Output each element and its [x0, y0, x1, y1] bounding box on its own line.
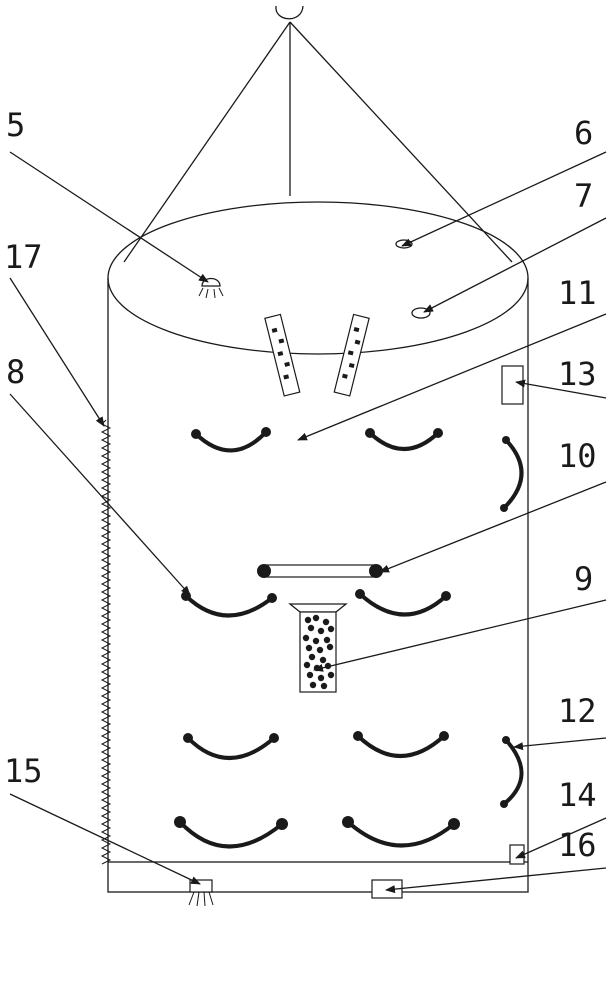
- label-9: 9: [574, 560, 593, 598]
- valve-6: [396, 240, 412, 248]
- label-11: 11: [558, 274, 597, 312]
- label-12: 12: [558, 692, 597, 730]
- label-6: 6: [574, 114, 593, 152]
- bracket: [188, 738, 274, 758]
- side-bracket: [504, 440, 522, 508]
- bracket: [196, 432, 266, 451]
- pellet: [321, 683, 327, 689]
- pellet: [313, 638, 319, 644]
- leader-lines: [10, 152, 606, 890]
- pellet: [313, 615, 319, 621]
- bracket: [180, 822, 282, 847]
- pellet: [307, 672, 313, 678]
- box-14: [510, 845, 524, 864]
- hook: [276, 6, 303, 19]
- hanging-assembly: [124, 6, 512, 262]
- pellet: [328, 626, 334, 632]
- pellet: [323, 619, 329, 625]
- box-13: [502, 366, 523, 404]
- tank-top-ellipse: [108, 202, 528, 354]
- lamp-5: [199, 279, 223, 299]
- rope-right: [290, 22, 512, 262]
- pellet: [310, 682, 316, 688]
- leader-8: [10, 394, 190, 595]
- pellet: [309, 654, 315, 660]
- leader-17: [10, 278, 104, 426]
- spring-17: [102, 420, 110, 864]
- tank-body: [108, 202, 528, 892]
- leader-16: [386, 868, 606, 890]
- nozzle-15: [189, 880, 213, 906]
- label-13: 13: [558, 355, 597, 393]
- label-17: 17: [4, 238, 43, 276]
- pellet: [303, 635, 309, 641]
- pellet: [318, 675, 324, 681]
- rope-left: [124, 22, 290, 262]
- pellet: [324, 637, 330, 643]
- pellet: [304, 662, 310, 668]
- reference-numerals: 5 6 7 17 11 13 8 10 9 12 15 14 16: [4, 106, 597, 864]
- pellet: [318, 628, 324, 634]
- label-14: 14: [558, 776, 597, 814]
- pellet-container-9: [290, 604, 346, 692]
- port-7: [412, 308, 430, 318]
- bracket: [186, 596, 272, 616]
- slanted-holders-11: [265, 314, 369, 395]
- side-bracket-12: [504, 740, 522, 804]
- pellet: [306, 645, 312, 651]
- pellet: [308, 625, 314, 631]
- leader-10: [380, 482, 606, 572]
- bracket: [370, 433, 438, 449]
- pellet: [320, 657, 326, 663]
- tank-base: [108, 862, 528, 892]
- label-16: 16: [558, 826, 597, 864]
- pellet: [305, 617, 311, 623]
- label-5: 5: [6, 106, 25, 144]
- bracket: [358, 736, 444, 756]
- pellet: [317, 647, 323, 653]
- brackets: [174, 427, 522, 847]
- label-7: 7: [574, 177, 593, 215]
- crossbar-10: [257, 564, 383, 578]
- bracket: [348, 822, 454, 846]
- label-15: 15: [4, 752, 43, 790]
- pellet: [327, 644, 333, 650]
- bracket: [360, 594, 446, 615]
- leader-15: [10, 794, 200, 884]
- label-10: 10: [558, 437, 597, 475]
- pellet: [328, 672, 334, 678]
- leader-9: [314, 600, 606, 670]
- label-8: 8: [6, 353, 25, 391]
